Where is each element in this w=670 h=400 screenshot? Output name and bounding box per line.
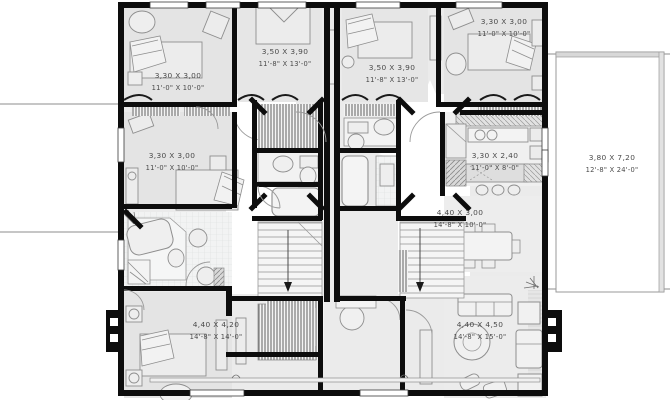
room-imperial-dimension: 11'-0" X 10'-0" xyxy=(146,164,199,172)
staircase-left xyxy=(257,221,323,299)
room-bedroom-left-master xyxy=(237,5,338,102)
bathroom-left-lower xyxy=(123,209,232,287)
room-imperial-dimension: 11'-0" X 10'-0" xyxy=(152,84,205,92)
room-dimension-labels: 3,30 X 3,00 11'-0" X 10'-0" 3,50 X 3,90 … xyxy=(146,17,639,341)
room-bedroom-left-middle xyxy=(124,111,263,211)
room-label-bedroom-right-master: 3,50 X 3,90 11'-8" X 13'-0" xyxy=(366,63,419,84)
room-kitchen-right xyxy=(444,111,547,196)
room-metric-dimension: 3,30 X 3,00 xyxy=(155,71,202,80)
room-metric-dimension: 3,30 X 3,00 xyxy=(149,151,196,160)
room-label-living-right: 4,40 X 4,50 14'-8" X 15'-0" xyxy=(454,320,507,341)
room-imperial-dimension: 14'-8" X 14'-0" xyxy=(190,333,243,341)
room-metric-dimension: 4,40 X 3,00 xyxy=(437,208,484,217)
room-imperial-dimension: 11'-8" X 13'-0" xyxy=(259,60,312,68)
dimension-leader-lines xyxy=(0,103,122,233)
room-imperial-dimension: 14'-8" X 10'-0" xyxy=(434,221,487,229)
entry-door-blocks xyxy=(106,310,562,352)
room-label-garage-right: 3,80 X 7,20 12'-8" X 24'-0" xyxy=(586,153,639,174)
lower-facade-band xyxy=(149,374,541,383)
room-imperial-dimension: 14'-8" X 15'-0" xyxy=(454,333,507,341)
room-metric-dimension: 4,40 X 4,20 xyxy=(193,320,240,329)
room-metric-dimension: 3,50 X 3,90 xyxy=(369,63,416,72)
room-bedroom-right-top xyxy=(444,7,546,102)
room-bedroom-left-top xyxy=(123,8,232,102)
room-label-dining-right: 4,40 X 3,00 14'-8" X 10'-0" xyxy=(434,208,487,229)
room-label-kitchen-right: 3,30 X 2,40 11'-0" X 8'-0" xyxy=(471,151,519,172)
room-metric-dimension: 4,40 X 4,50 xyxy=(457,320,504,329)
room-imperial-dimension: 11'-0" X 10'-0" xyxy=(478,30,531,38)
windows xyxy=(117,1,549,397)
room-label-bedroom-left-middle: 3,30 X 3,00 11'-0" X 10'-0" xyxy=(146,151,199,172)
room-label-bedroom-right-top: 3,30 X 3,00 11'-0" X 10'-0" xyxy=(478,17,531,38)
room-imperial-dimension: 12'-8" X 24'-0" xyxy=(586,166,639,174)
room-bedroom-left-bottom xyxy=(124,292,232,400)
room-label-bedroom-left-master: 3,50 X 3,90 11'-8" X 13'-0" xyxy=(259,47,312,68)
room-imperial-dimension: 11'-0" X 8'-0" xyxy=(471,164,519,172)
staircase-right xyxy=(399,221,465,299)
room-imperial-dimension: 11'-8" X 13'-0" xyxy=(366,76,419,84)
room-metric-dimension: 3,30 X 3,00 xyxy=(481,17,528,26)
room-metric-dimension: 3,80 X 7,20 xyxy=(589,153,636,162)
garage-outline xyxy=(555,51,665,293)
walls xyxy=(118,2,548,396)
room-label-bedroom-left-bottom: 4,40 X 4,20 14'-8" X 14'-0" xyxy=(190,320,243,341)
room-bedroom-right-master xyxy=(341,8,442,102)
room-metric-dimension: 3,30 X 2,40 xyxy=(472,151,519,160)
room-metric-dimension: 3,50 X 3,90 xyxy=(262,47,309,56)
door-swing-arcs xyxy=(123,106,441,337)
room-label-bedroom-left-top: 3,30 X 3,00 11'-0" X 10'-0" xyxy=(152,71,205,92)
angled-wall-stubs xyxy=(122,96,472,230)
